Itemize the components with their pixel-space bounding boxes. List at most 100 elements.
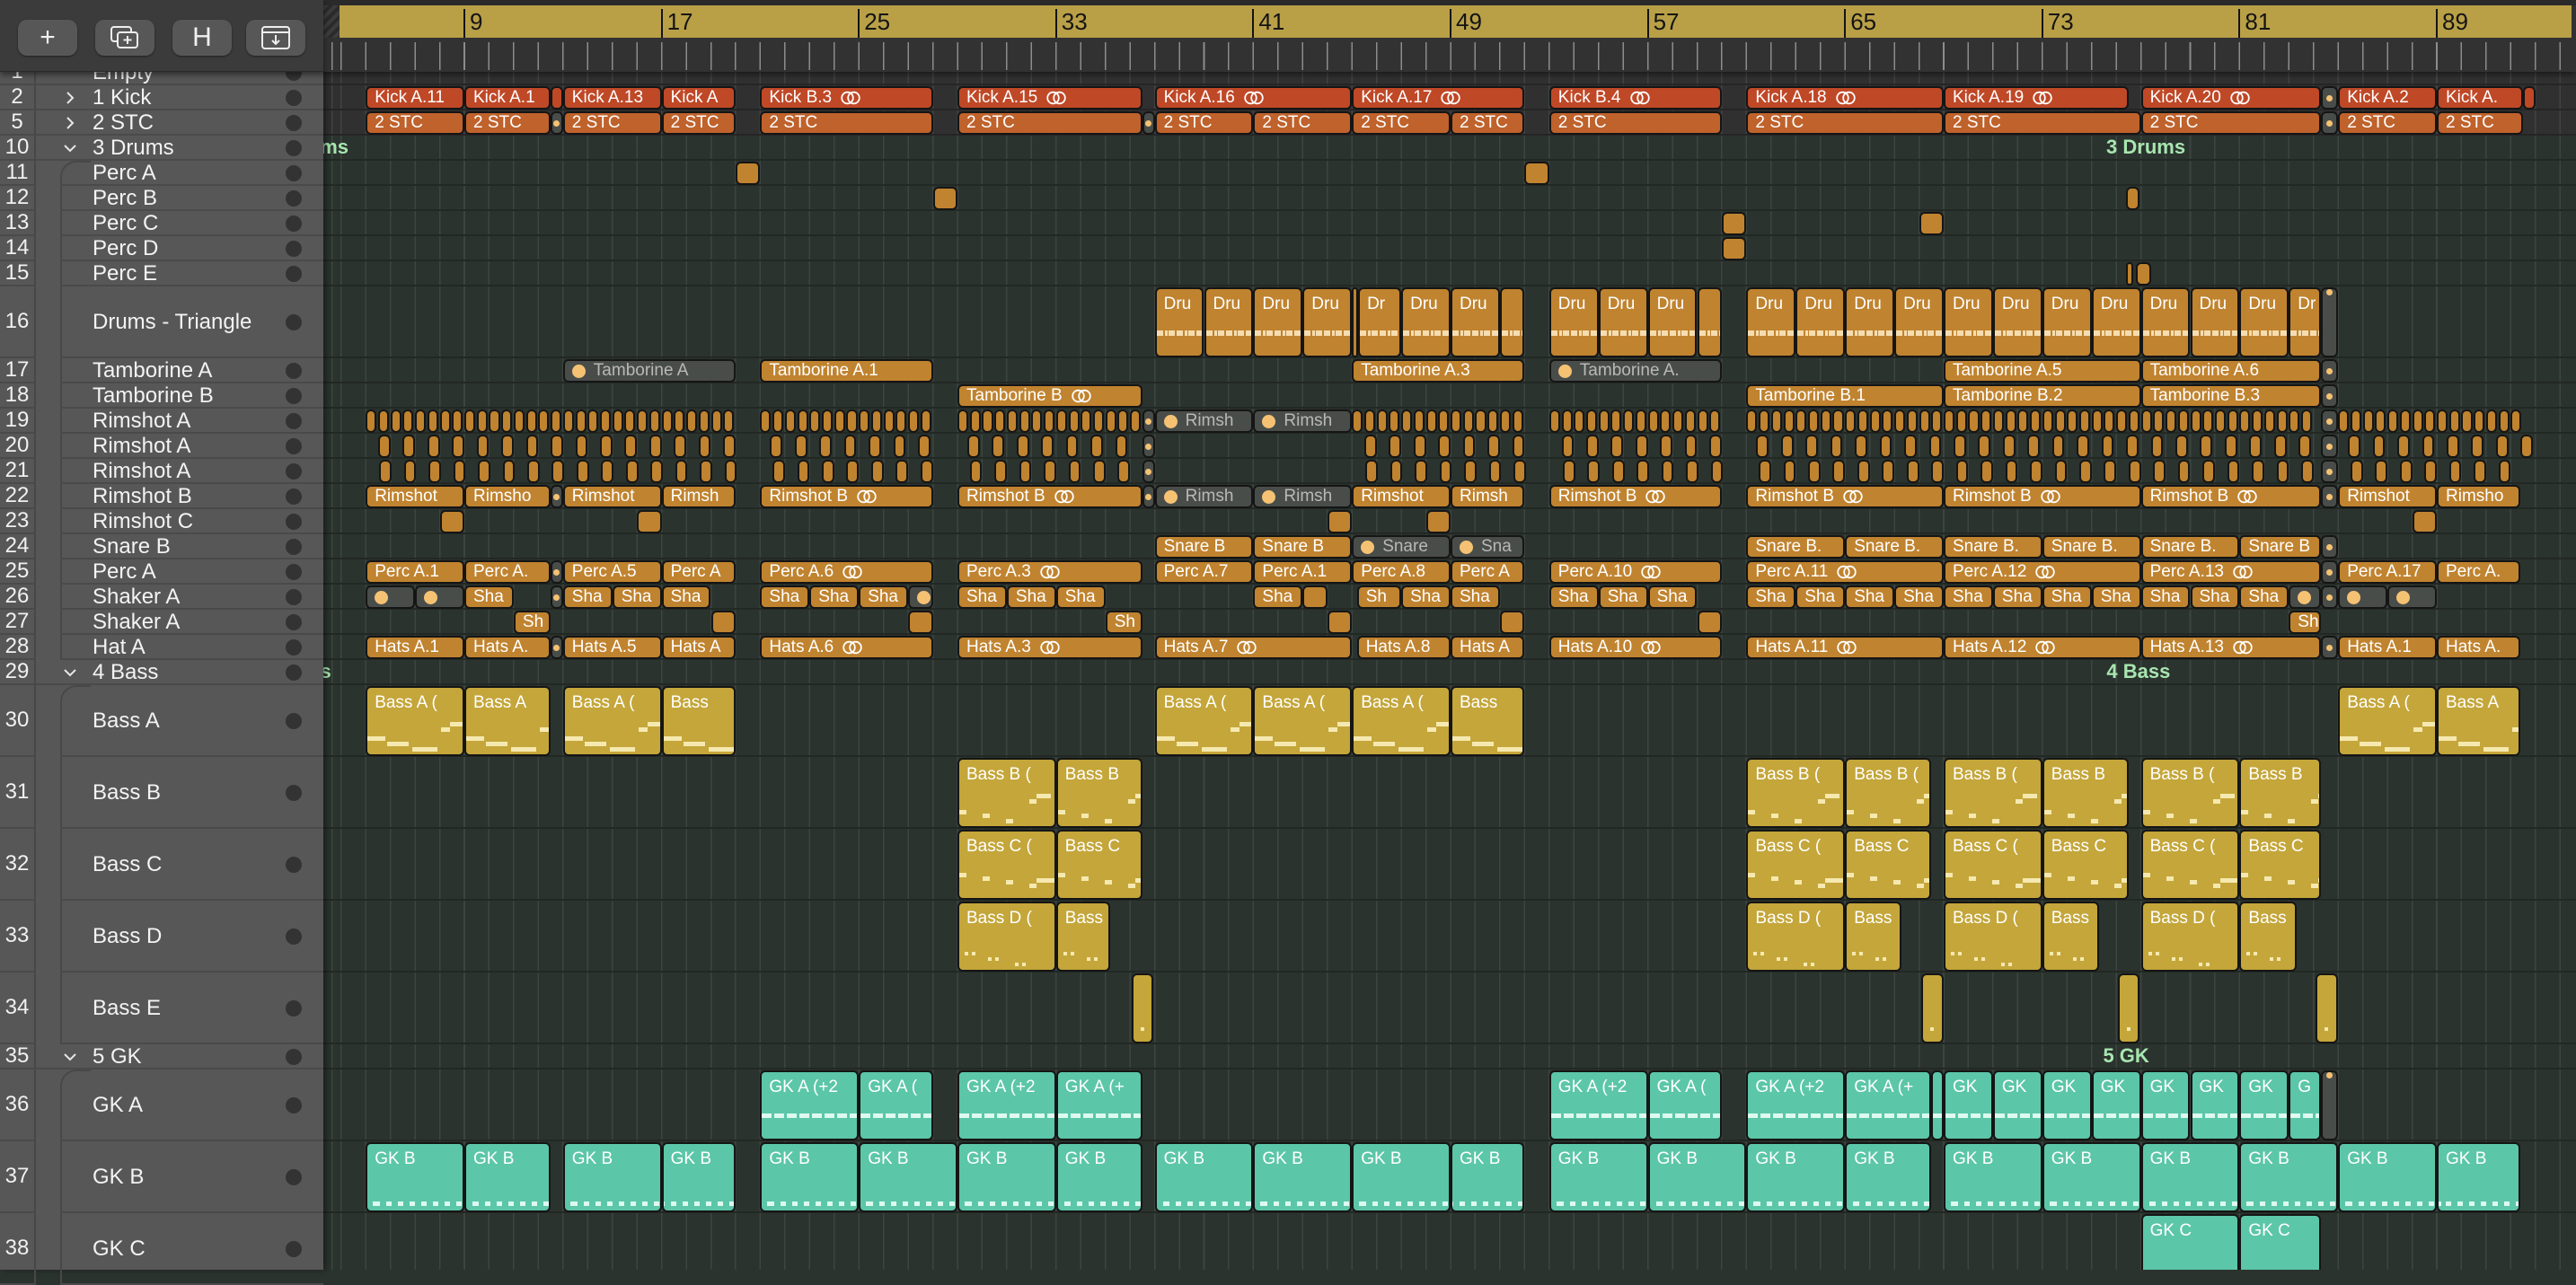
- region[interactable]: [2289, 409, 2300, 433]
- region[interactable]: [1795, 409, 1807, 433]
- region[interactable]: [2202, 460, 2215, 483]
- region-muted[interactable]: Rimsh: [1154, 409, 1254, 433]
- region[interactable]: [957, 409, 969, 433]
- region[interactable]: [2042, 409, 2053, 433]
- region[interactable]: [428, 460, 441, 483]
- region[interactable]: [2153, 409, 2165, 433]
- region[interactable]: [1006, 409, 1018, 433]
- region[interactable]: [994, 409, 1006, 433]
- region[interactable]: [1487, 409, 1499, 433]
- region[interactable]: [648, 435, 662, 458]
- region-muted[interactable]: [1142, 485, 1155, 508]
- track-lane[interactable]: [323, 459, 2576, 484]
- region[interactable]: [1882, 460, 1895, 483]
- region[interactable]: [1721, 212, 1747, 235]
- region[interactable]: GK A (+: [1845, 1070, 1932, 1140]
- region[interactable]: GK B: [859, 1142, 957, 1212]
- track-lane[interactable]: [323, 261, 2576, 286]
- region[interactable]: [403, 460, 417, 483]
- region[interactable]: Rimshot: [562, 485, 662, 508]
- region[interactable]: [2485, 409, 2497, 433]
- region-muted[interactable]: [2320, 86, 2339, 110]
- region[interactable]: [1451, 409, 1462, 433]
- track-record-button[interactable]: [286, 90, 302, 106]
- region[interactable]: [809, 409, 821, 433]
- region[interactable]: [710, 611, 736, 634]
- region[interactable]: [770, 435, 783, 458]
- region[interactable]: GK B: [562, 1142, 662, 1212]
- region[interactable]: Rimshot B: [957, 485, 1142, 508]
- region-muted[interactable]: Snare: [1352, 535, 1451, 559]
- region[interactable]: Sha: [1055, 585, 1106, 609]
- region[interactable]: GK B: [1154, 1142, 1254, 1212]
- region[interactable]: [870, 460, 884, 483]
- region[interactable]: [1672, 409, 1684, 433]
- region-muted[interactable]: [2387, 585, 2437, 609]
- track-record-button[interactable]: [286, 1241, 302, 1257]
- region[interactable]: [843, 435, 857, 458]
- region-muted[interactable]: [2338, 585, 2388, 609]
- region[interactable]: Hats A.12: [1944, 636, 2141, 659]
- region[interactable]: [2399, 460, 2413, 483]
- region[interactable]: [1019, 409, 1030, 433]
- region[interactable]: [966, 435, 980, 458]
- region[interactable]: [1710, 460, 1724, 483]
- track-lane[interactable]: [323, 236, 2576, 261]
- region[interactable]: [1068, 409, 1080, 433]
- region[interactable]: [2387, 409, 2399, 433]
- region[interactable]: [525, 435, 539, 458]
- region[interactable]: [2005, 460, 2018, 483]
- region[interactable]: GK B: [1647, 1142, 1747, 1212]
- region-muted[interactable]: [1142, 460, 1155, 483]
- region[interactable]: [612, 409, 623, 433]
- import-button[interactable]: [246, 20, 305, 56]
- region[interactable]: [908, 611, 933, 634]
- region-muted[interactable]: [1142, 409, 1155, 433]
- region[interactable]: [2448, 409, 2460, 433]
- region[interactable]: [2126, 187, 2140, 210]
- region[interactable]: GK B: [661, 1142, 736, 1212]
- region[interactable]: [379, 460, 393, 483]
- region[interactable]: Snare B: [1253, 535, 1353, 559]
- region[interactable]: [1610, 435, 1624, 458]
- region[interactable]: GK B: [2239, 1142, 2339, 1212]
- region[interactable]: GK A (+2: [1548, 1070, 1648, 1140]
- region[interactable]: [846, 409, 858, 433]
- region[interactable]: [1574, 409, 1585, 433]
- track-record-button[interactable]: [286, 929, 302, 945]
- region[interactable]: [1931, 1070, 1944, 1140]
- region[interactable]: Rimshot: [366, 485, 464, 508]
- region[interactable]: [2276, 460, 2289, 483]
- region[interactable]: Sha: [1598, 585, 1648, 609]
- region[interactable]: [969, 460, 983, 483]
- region[interactable]: Bass B (: [2140, 758, 2240, 828]
- region[interactable]: Dru: [1944, 287, 1993, 357]
- track-record-button[interactable]: [286, 216, 302, 232]
- region[interactable]: [2166, 409, 2177, 433]
- region[interactable]: [1081, 409, 1092, 433]
- region[interactable]: Perc A.: [2437, 560, 2521, 584]
- region[interactable]: [1561, 435, 1575, 458]
- region[interactable]: Snare B.: [1845, 535, 1944, 559]
- region[interactable]: [2224, 435, 2237, 458]
- region[interactable]: GK A (+2: [957, 1070, 1056, 1140]
- region[interactable]: Snare B.: [1746, 535, 1846, 559]
- region[interactable]: [1992, 409, 2004, 433]
- region-muted[interactable]: Tamborine A.: [1548, 359, 1722, 383]
- region[interactable]: [2252, 409, 2263, 433]
- region[interactable]: [1413, 435, 1426, 458]
- region[interactable]: Bass A (: [366, 686, 464, 756]
- region[interactable]: Sha: [1451, 585, 1500, 609]
- region[interactable]: [1882, 409, 1893, 433]
- region[interactable]: 2 STC: [2437, 111, 2524, 135]
- region[interactable]: 2 STC: [1253, 111, 1353, 135]
- region[interactable]: Bass A (: [1253, 686, 1353, 756]
- region[interactable]: Bass B (: [1746, 758, 1846, 828]
